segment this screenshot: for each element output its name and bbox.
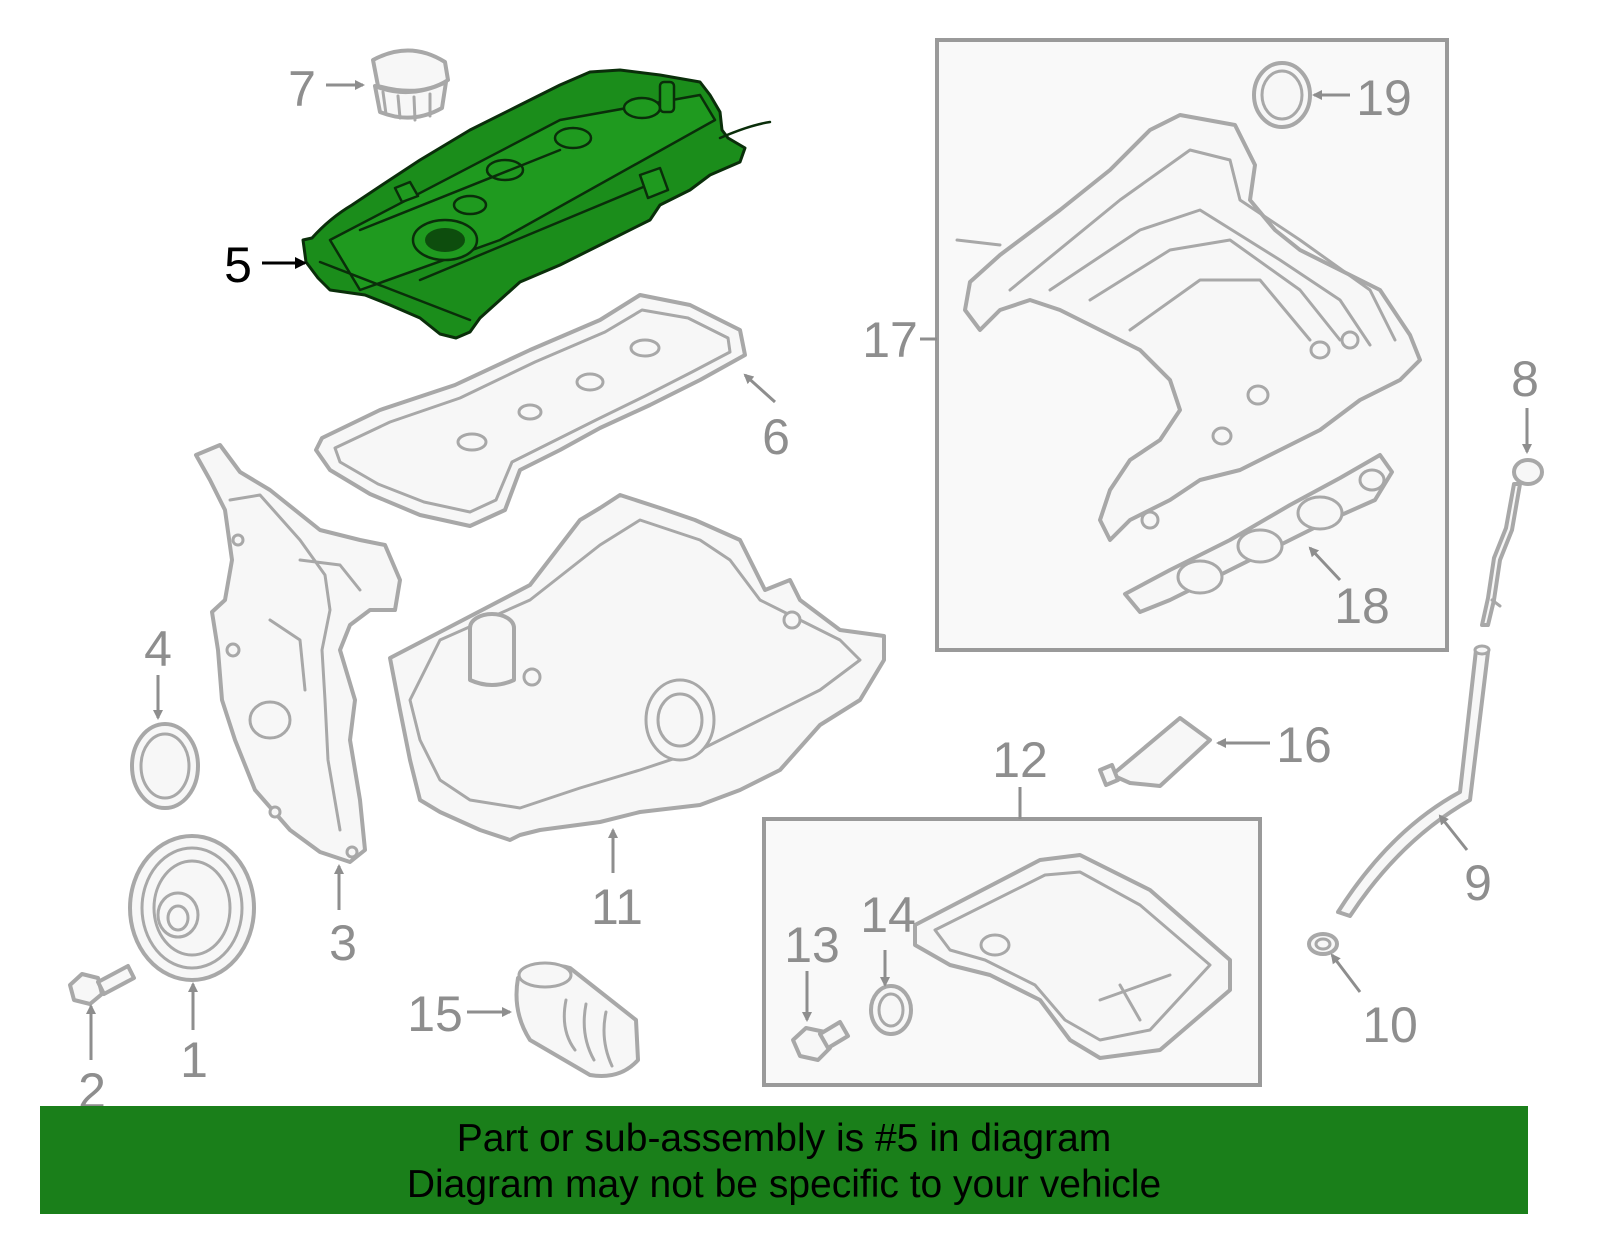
part-info-banner: Part or sub-assembly is #5 in diagram Di… [40, 1106, 1528, 1214]
crankshaft-seal-part[interactable] [130, 722, 200, 810]
callout-16[interactable]: 16 [1276, 717, 1332, 773]
callout-13[interactable]: 13 [784, 917, 840, 973]
intake-manifold-part[interactable] [955, 113, 1422, 542]
valve-cover-part[interactable] [301, 68, 772, 340]
callout-9[interactable]: 9 [1464, 855, 1492, 911]
callout-6[interactable]: 6 [762, 409, 790, 465]
timing-chain-cover-part[interactable] [194, 443, 402, 864]
oil-pan-upper-part[interactable] [388, 493, 886, 842]
callout-17[interactable]: 17 [862, 312, 918, 368]
intake-manifold-gasket-part[interactable] [1123, 453, 1394, 614]
callout-1[interactable]: 1 [180, 1032, 208, 1088]
callout-18[interactable]: 18 [1334, 578, 1390, 634]
callout-19[interactable]: 19 [1356, 70, 1412, 126]
callout-8[interactable]: 8 [1511, 351, 1539, 407]
callout-5[interactable]: 5 [224, 237, 252, 293]
crankshaft-pulley-part[interactable] [128, 834, 256, 982]
leader-lines [86, 80, 1532, 1060]
valve-cover-gasket-part[interactable] [314, 293, 747, 528]
oil-filler-cap-part[interactable] [371, 48, 450, 122]
oil-pan-lower-part[interactable] [913, 853, 1232, 1060]
callout-3[interactable]: 3 [329, 915, 357, 971]
callout-7[interactable]: 7 [288, 61, 316, 117]
oil-filter-part[interactable] [514, 961, 640, 1078]
drain-plug-part[interactable] [791, 1020, 850, 1062]
callout-15[interactable]: 15 [407, 986, 463, 1042]
o-ring-part[interactable] [1307, 932, 1339, 956]
banner-line-disclaimer: Diagram may not be specific to your vehi… [406, 1163, 1162, 1206]
callout-labels: 1 2 3 4 5 6 7 8 9 10 11 12 13 14 15 16 1… [78, 61, 1539, 1119]
callout-4[interactable]: 4 [144, 621, 172, 677]
drain-plug-washer-part[interactable] [869, 984, 913, 1036]
sealant-tube-part[interactable] [1098, 716, 1212, 788]
dipstick-part[interactable] [1480, 458, 1544, 627]
intake-seal-part[interactable] [1252, 61, 1312, 129]
pulley-bolt-part[interactable] [68, 964, 136, 1006]
callout-12[interactable]: 12 [992, 732, 1048, 788]
callout-14[interactable]: 14 [860, 887, 916, 943]
banner-line-part-number: Part or sub-assembly is #5 in diagram [456, 1117, 1112, 1160]
callout-11[interactable]: 11 [591, 879, 643, 935]
callout-10[interactable]: 10 [1362, 997, 1418, 1053]
